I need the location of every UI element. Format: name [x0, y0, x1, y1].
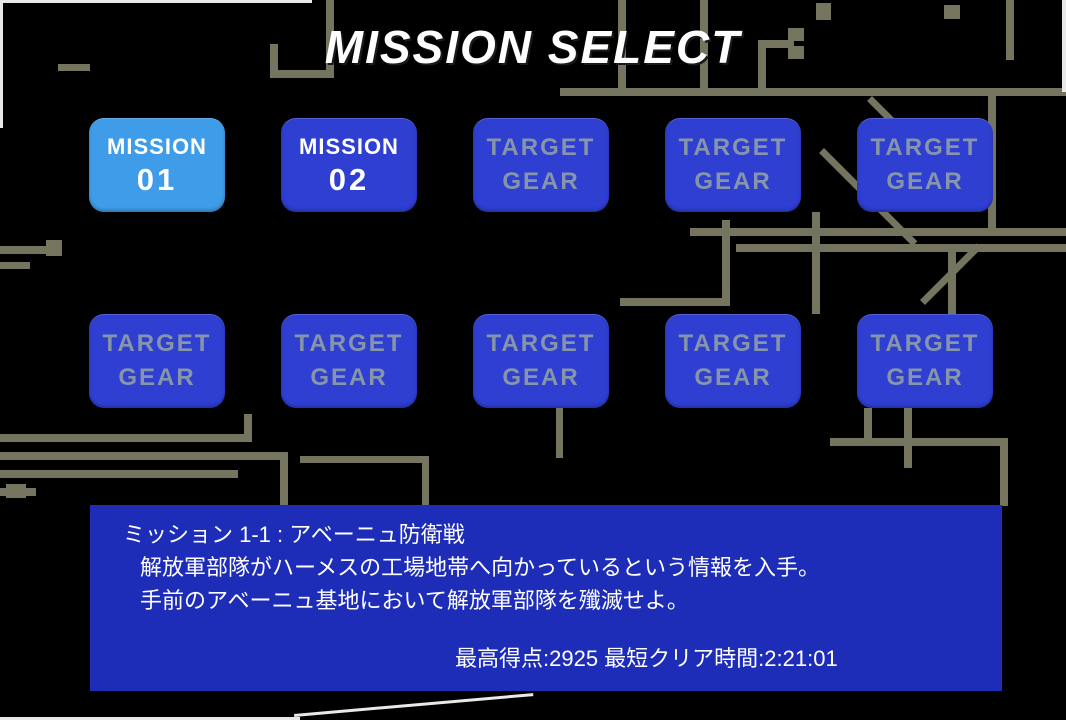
circuit-trace — [816, 3, 831, 20]
target-gear-button-8[interactable]: TARGET GEAR — [857, 314, 993, 408]
mission-best-score: 最高得点:2925 最短クリア時間:2:21:01 — [455, 646, 838, 671]
mission-title: ミッション 1-1 : アベーニュ防衛戦 — [123, 522, 465, 547]
target-gear-label: TARGET — [102, 330, 212, 357]
circuit-trace — [0, 0, 312, 3]
target-gear-label: GEAR — [502, 168, 580, 195]
target-gear-label: TARGET — [870, 134, 980, 161]
mission-01-button[interactable]: MISSION 01 — [89, 118, 225, 212]
circuit-trace — [700, 0, 708, 94]
mission-01-label: MISSION — [107, 134, 207, 159]
circuit-trace — [690, 228, 1066, 236]
circuit-trace — [788, 28, 804, 41]
target-gear-label: GEAR — [694, 364, 772, 391]
circuit-trace — [0, 262, 30, 269]
circuit-trace — [560, 88, 1066, 96]
target-gear-label: GEAR — [694, 168, 772, 195]
target-gear-label: TARGET — [486, 134, 596, 161]
target-gear-label: GEAR — [502, 364, 580, 391]
mission-row-2: TARGET GEAR TARGET GEAR TARGET GEAR TARG… — [89, 314, 993, 408]
circuit-trace — [948, 252, 956, 320]
target-gear-button-3[interactable]: TARGET GEAR — [857, 118, 993, 212]
circuit-trace — [46, 240, 62, 256]
circuit-trace — [280, 452, 288, 506]
circuit-trace — [270, 44, 278, 78]
target-gear-button-5[interactable]: TARGET GEAR — [281, 314, 417, 408]
circuit-trace — [944, 5, 960, 19]
circuit-trace — [758, 40, 766, 94]
mission-02-button[interactable]: MISSION 02 — [281, 118, 417, 212]
target-gear-label: GEAR — [886, 168, 964, 195]
target-gear-label: TARGET — [486, 330, 596, 357]
circuit-trace — [244, 414, 252, 442]
circuit-trace — [326, 0, 334, 78]
circuit-trace — [864, 408, 872, 444]
mission-02-number: 02 — [328, 162, 370, 197]
circuit-trace — [58, 64, 90, 71]
target-gear-button-1[interactable]: TARGET GEAR — [473, 118, 609, 212]
target-gear-label: GEAR — [310, 364, 388, 391]
circuit-trace — [736, 244, 1066, 252]
circuit-trace — [0, 246, 56, 254]
circuit-trace — [1062, 0, 1066, 92]
mission-02-label: MISSION — [299, 134, 399, 159]
mission-01-number: 01 — [136, 162, 178, 197]
circuit-trace — [788, 46, 804, 59]
target-gear-label: TARGET — [294, 330, 404, 357]
circuit-trace — [620, 298, 728, 306]
circuit-trace — [300, 456, 428, 463]
circuit-trace — [722, 220, 730, 306]
circuit-trace — [422, 456, 429, 506]
mission-info-panel: ミッション 1-1 : アベーニュ防衛戦 解放軍部隊がハーメスの工場地帯へ向かっ… — [90, 505, 1002, 691]
circuit-trace — [812, 212, 820, 314]
target-gear-button-2[interactable]: TARGET GEAR — [665, 118, 801, 212]
circuit-trace — [618, 0, 626, 94]
target-gear-label: GEAR — [118, 364, 196, 391]
circuit-trace — [270, 70, 334, 78]
target-gear-label: GEAR — [886, 364, 964, 391]
target-gear-label: TARGET — [678, 134, 788, 161]
circuit-trace — [904, 408, 912, 468]
circuit-trace — [758, 40, 794, 48]
mission-description-line-1: 解放軍部隊がハーメスの工場地帯へ向かっているという情報を入手。 — [140, 555, 821, 580]
target-gear-label: TARGET — [678, 330, 788, 357]
circuit-trace — [1006, 0, 1014, 60]
mission-description-line-2: 手前のアベーニュ基地において解放軍部隊を殲滅せよ。 — [140, 588, 689, 613]
target-gear-button-7[interactable]: TARGET GEAR — [665, 314, 801, 408]
target-gear-button-6[interactable]: TARGET GEAR — [473, 314, 609, 408]
circuit-trace — [0, 0, 3, 128]
target-gear-button-4[interactable]: TARGET GEAR — [89, 314, 225, 408]
circuit-trace — [0, 434, 250, 442]
circuit-trace — [0, 717, 300, 720]
circuit-trace — [0, 470, 238, 478]
circuit-trace — [6, 484, 26, 498]
circuit-trace — [1000, 438, 1008, 506]
screen-title: MISSION SELECT — [324, 21, 742, 73]
circuit-trace — [0, 452, 286, 460]
mission-row-1: MISSION 01 MISSION 02 TARGET GEAR TARGET… — [89, 118, 993, 212]
target-gear-label: TARGET — [870, 330, 980, 357]
circuit-trace — [830, 438, 1006, 446]
circuit-trace — [294, 693, 534, 717]
circuit-trace — [556, 408, 563, 458]
